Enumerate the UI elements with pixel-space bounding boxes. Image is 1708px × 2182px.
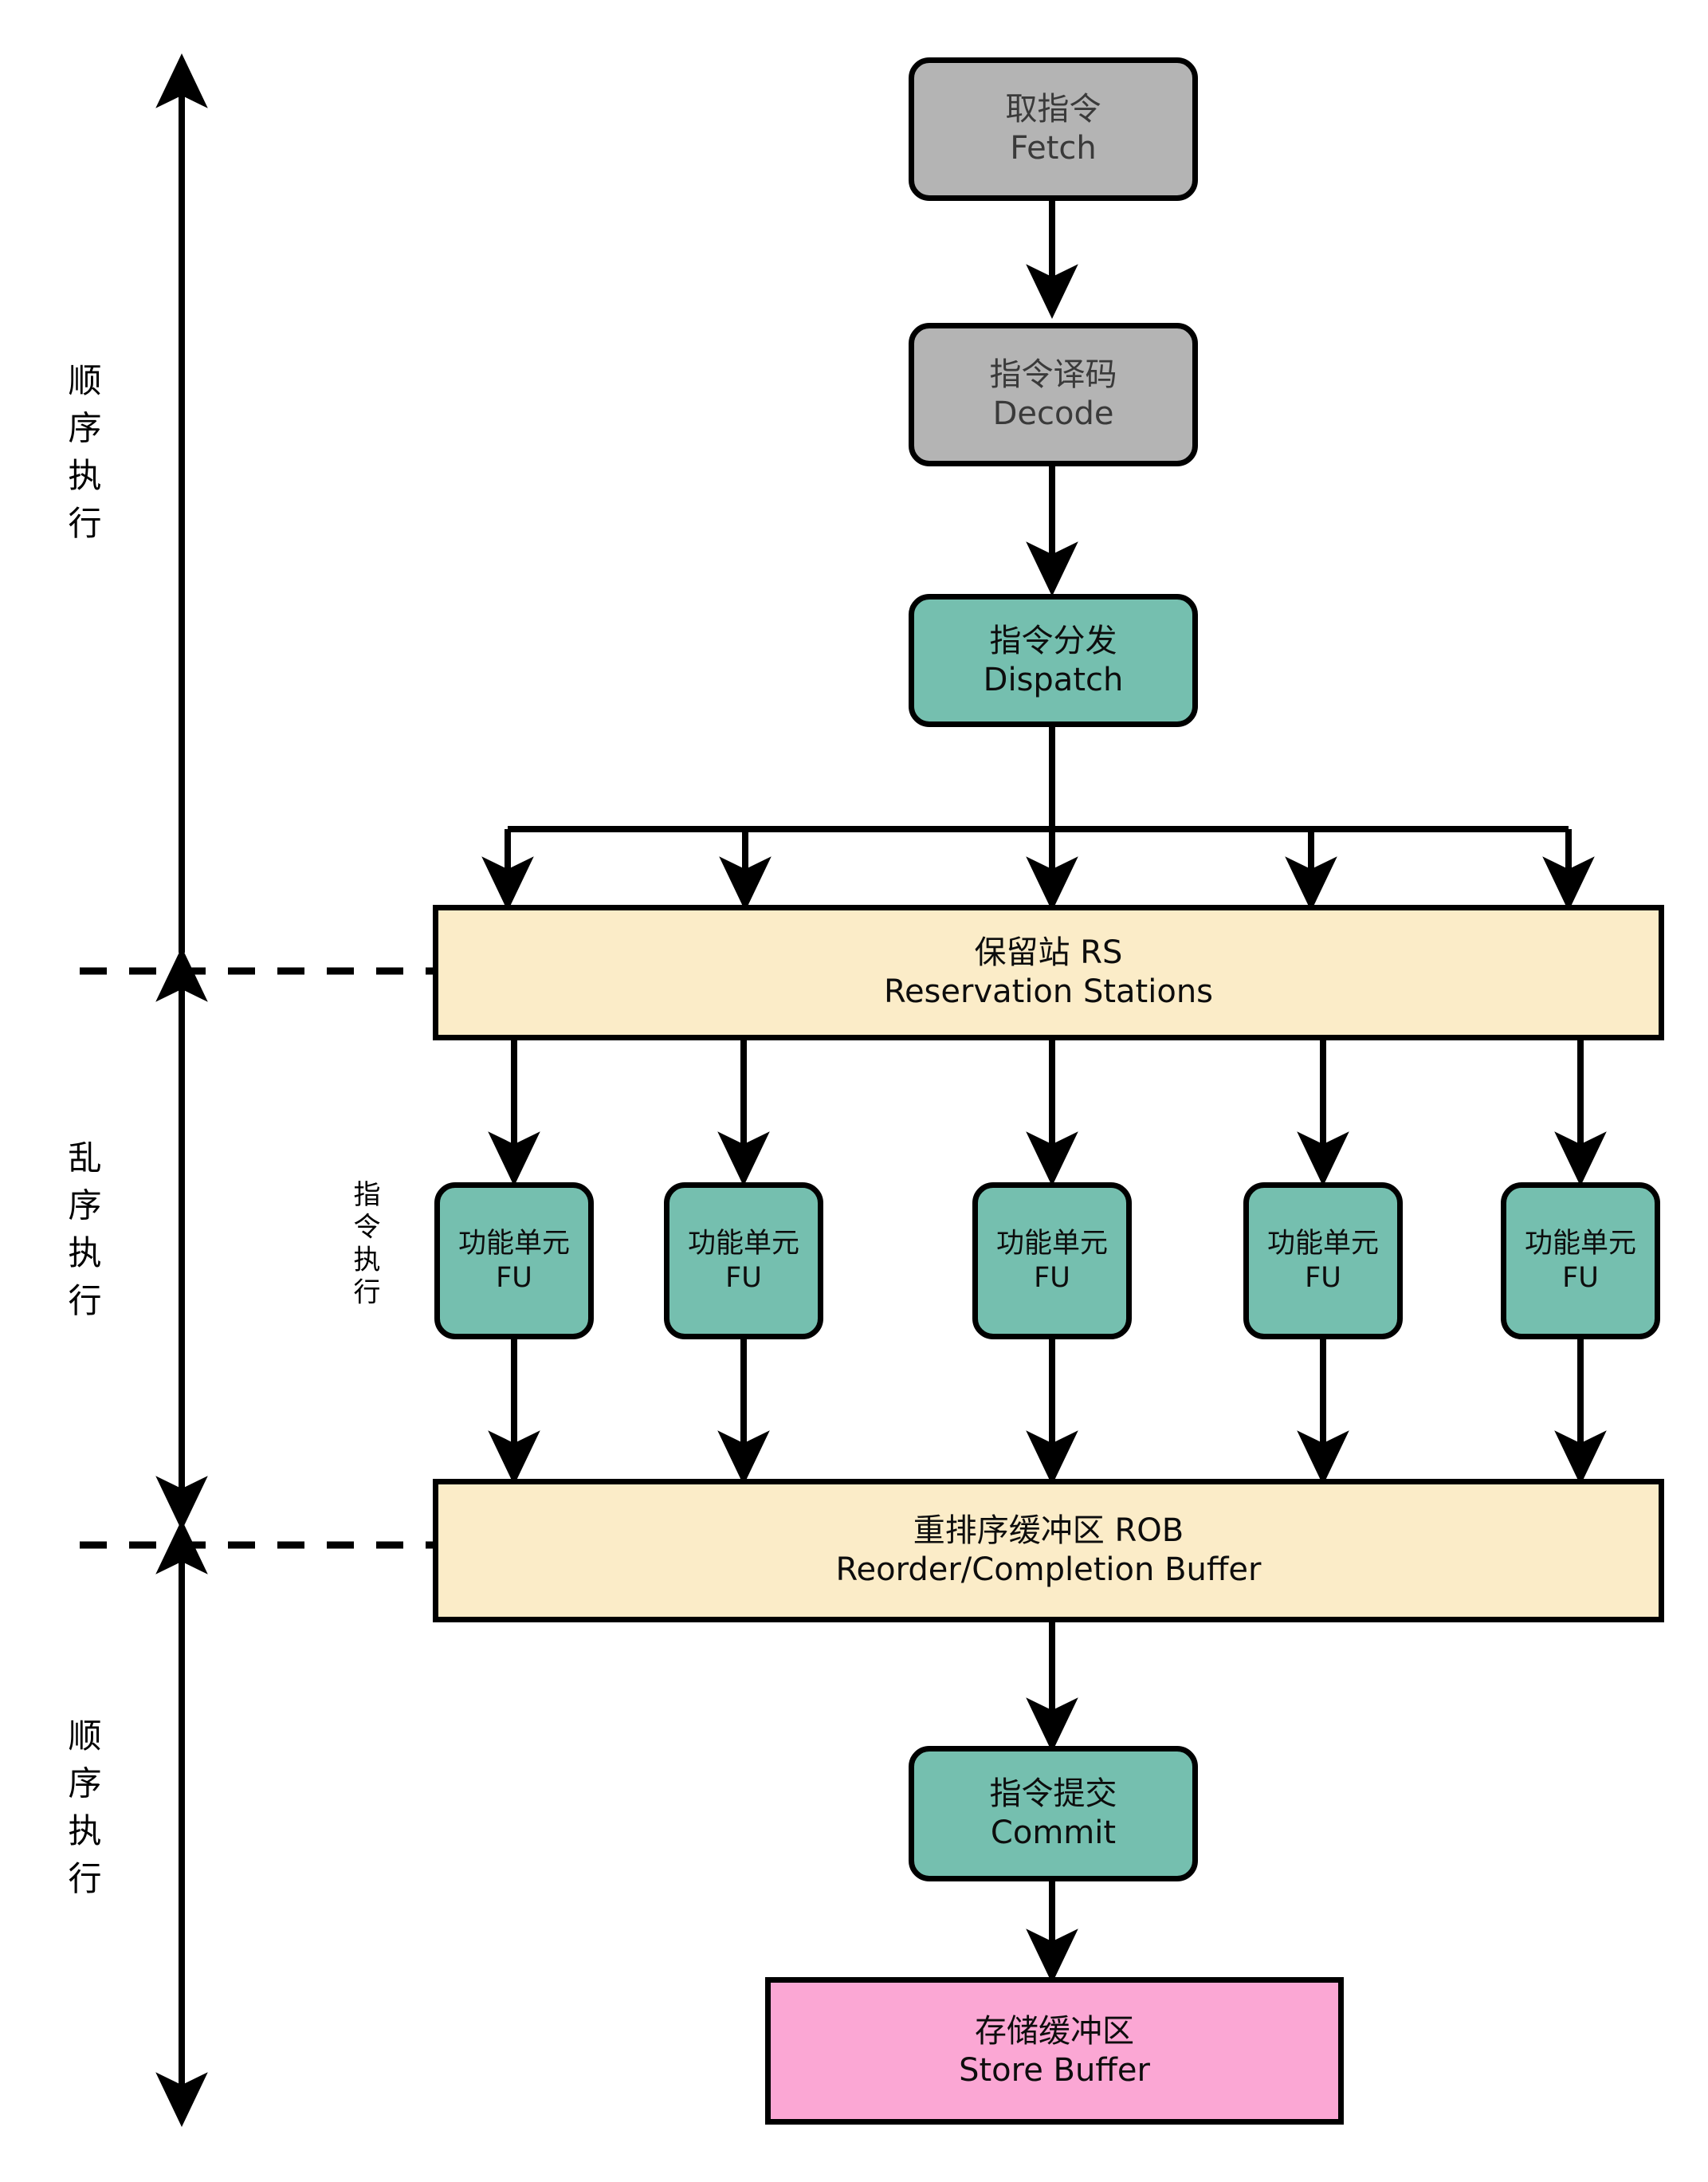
execution-label: 指令执行 — [348, 1180, 380, 1311]
phase-label-in-order-back: 顺序执行 — [63, 1718, 102, 1909]
functional-unit-2[interactable]: 功能单元 FU — [664, 1182, 823, 1339]
stage-commit-label-zh: 指令提交 — [989, 1775, 1117, 1813]
stage-decode[interactable]: 指令译码 Decode — [909, 323, 1198, 466]
buffer-store[interactable]: 存储缓冲区 Store Buffer — [765, 1977, 1344, 2125]
rob-label-zh: 重排序缓冲区 ROB — [913, 1512, 1184, 1550]
stage-commit-label-en: Commit — [990, 1814, 1117, 1851]
fu-1-label-zh: 功能单元 — [457, 1227, 570, 1260]
functional-unit-4[interactable]: 功能单元 FU — [1243, 1182, 1403, 1339]
stage-decode-label-en: Decode — [992, 395, 1114, 432]
buffer-reservation-stations[interactable]: 保留站 RS Reservation Stations — [433, 905, 1664, 1040]
buffer-reorder[interactable]: 重排序缓冲区 ROB Reorder/Completion Buffer — [433, 1479, 1664, 1622]
stage-dispatch[interactable]: 指令分发 Dispatch — [909, 594, 1198, 727]
stage-commit[interactable]: 指令提交 Commit — [909, 1746, 1198, 1881]
fu-to-rob-arrows — [488, 1339, 1607, 1486]
fu-4-label-en: FU — [1305, 1261, 1341, 1294]
stage-fetch[interactable]: 取指令 Fetch — [909, 57, 1198, 201]
stage-dispatch-label-en: Dispatch — [983, 661, 1124, 698]
stage-decode-label-zh: 指令译码 — [989, 356, 1117, 394]
fu-1-label-en: FU — [496, 1261, 532, 1294]
rs-to-fu-arrows — [488, 1040, 1607, 1187]
fu-5-label-zh: 功能单元 — [1524, 1227, 1636, 1260]
functional-unit-5[interactable]: 功能单元 FU — [1501, 1182, 1660, 1339]
stage-fetch-label-zh: 取指令 — [1005, 91, 1101, 128]
rob-label-en: Reorder/Completion Buffer — [835, 1551, 1262, 1588]
stage-dispatch-label-zh: 指令分发 — [989, 622, 1117, 659]
store-buffer-label-zh: 存储缓冲区 — [975, 2012, 1134, 2050]
functional-unit-1[interactable]: 功能单元 FU — [434, 1182, 594, 1339]
rs-label-zh: 保留站 RS — [974, 934, 1123, 972]
fu-3-label-zh: 功能单元 — [995, 1227, 1108, 1260]
stage-fetch-label-en: Fetch — [1010, 130, 1097, 167]
fu-2-label-zh: 功能单元 — [687, 1227, 799, 1260]
store-buffer-label-en: Store Buffer — [959, 2051, 1150, 2089]
functional-unit-3[interactable]: 功能单元 FU — [972, 1182, 1132, 1339]
fu-4-label-zh: 功能单元 — [1266, 1227, 1379, 1260]
phase-label-in-order-front: 顺序执行 — [63, 363, 102, 553]
fu-5-label-en: FU — [1562, 1261, 1599, 1294]
fu-2-label-en: FU — [725, 1261, 762, 1294]
phase-label-out-of-order: 乱序执行 — [63, 1140, 102, 1331]
rs-label-en: Reservation Stations — [883, 973, 1214, 1010]
dispatch-fanout-arrows — [481, 829, 1595, 912]
fu-3-label-en: FU — [1034, 1261, 1070, 1294]
